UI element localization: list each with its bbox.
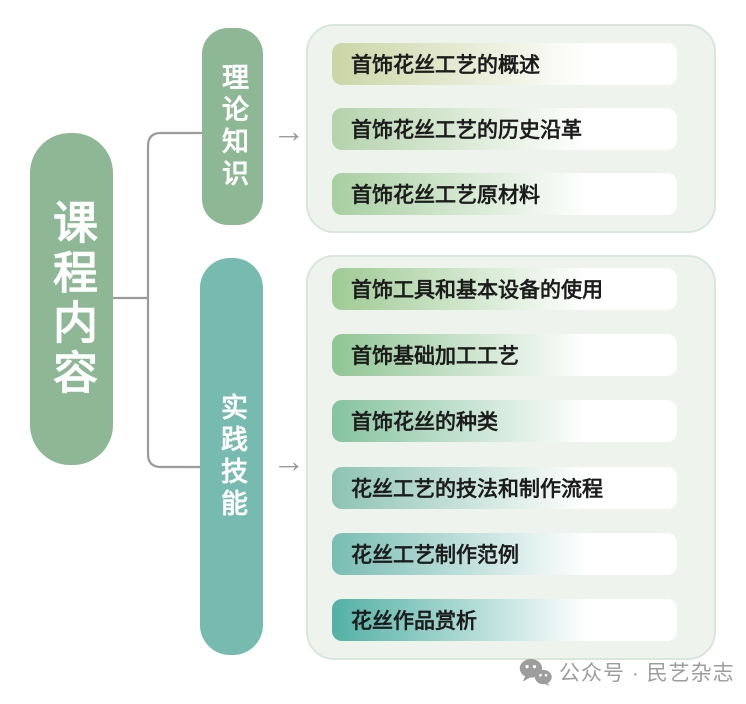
branch-node-theory: 理论知识 xyxy=(202,28,263,225)
item-pill: 花丝工艺的技法和制作流程 xyxy=(332,466,677,509)
item-pill: 首饰花丝工艺的历史沿革 xyxy=(332,108,677,150)
item-pill: 首饰花丝的种类 xyxy=(332,400,677,443)
theory-items-panel: 首饰花丝工艺的概述 首饰花丝工艺的历史沿革 首饰花丝工艺原材料 xyxy=(306,24,716,233)
arrow-right-icon: → xyxy=(272,442,306,479)
item-label: 首饰工具和基本设备的使用 xyxy=(351,279,603,302)
root-node-label: 课程内容 xyxy=(46,199,97,399)
branch-theory-label: 理论知识 xyxy=(218,62,248,191)
item-label: 花丝工艺的技法和制作流程 xyxy=(351,477,603,501)
item-label: 首饰花丝工艺的历史沿革 xyxy=(351,119,582,142)
item-label: 首饰花丝工艺的概述 xyxy=(351,54,540,77)
wechat-icon xyxy=(519,658,552,686)
item-pill: 首饰工具和基本设备的使用 xyxy=(332,268,677,310)
item-pill: 首饰基础加工工艺 xyxy=(332,334,677,377)
root-node-course-content: 课程内容 xyxy=(30,133,113,465)
item-pill: 首饰花丝工艺的概述 xyxy=(332,43,677,85)
branch-practice-label: 实践技能 xyxy=(217,392,247,521)
bracket-to-theory xyxy=(146,131,202,298)
item-label: 首饰基础加工工艺 xyxy=(351,345,519,369)
watermark-text: 公众号 · 民艺杂志 xyxy=(559,662,735,685)
branch-node-practice: 实践技能 xyxy=(200,258,263,655)
item-label: 花丝作品赏析 xyxy=(351,609,477,633)
bracket-to-practice xyxy=(146,298,200,469)
item-pill: 首饰花丝工艺原材料 xyxy=(332,173,677,215)
watermark: 公众号 · 民艺杂志 xyxy=(519,656,735,688)
item-pill: 花丝作品赏析 xyxy=(332,598,677,641)
item-pill: 花丝工艺制作范例 xyxy=(332,532,677,575)
arrow-right-icon: → xyxy=(272,112,306,149)
practice-items-panel: 首饰工具和基本设备的使用 首饰基础加工工艺 首饰花丝的种类 花丝工艺的技法和制作… xyxy=(306,255,716,660)
item-label: 首饰花丝的种类 xyxy=(351,411,498,435)
item-label: 花丝工艺制作范例 xyxy=(351,543,519,567)
item-label: 首饰花丝工艺原材料 xyxy=(351,184,540,207)
